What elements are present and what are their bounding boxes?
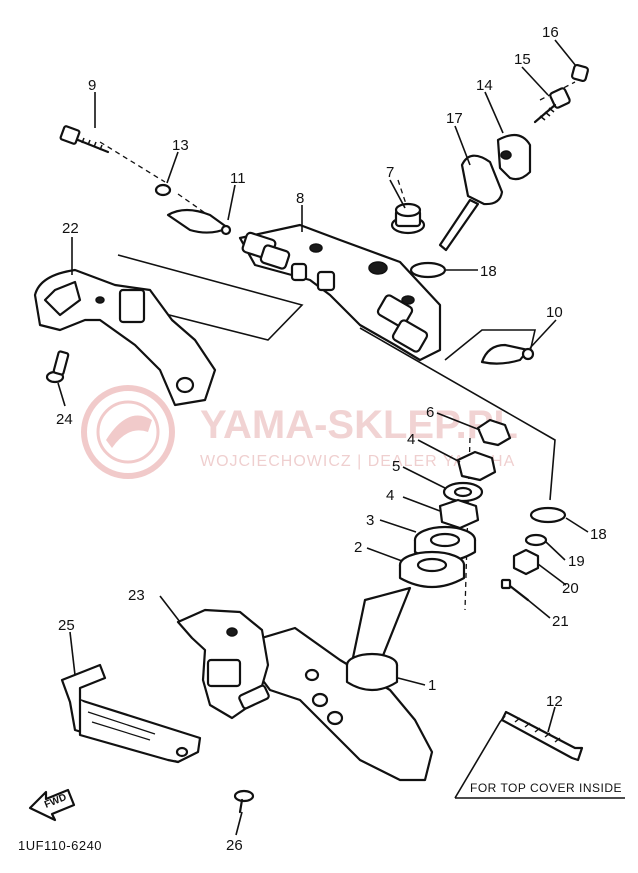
part-10-clip: [480, 343, 535, 365]
part-18-washer-right: [529, 506, 567, 524]
callout-6: 6: [426, 404, 434, 421]
part-24-screw: [45, 350, 70, 384]
fwd-arrow-icon: FWD: [28, 788, 76, 822]
part-17-upper-holder: [438, 154, 504, 252]
part-13-washer: [154, 183, 172, 197]
callout-12: 12: [546, 693, 563, 710]
part-4-ring-nut-upper: [456, 450, 497, 482]
callout-7: 7: [386, 164, 394, 181]
watermark-subtitle: WOJCIECHOWICZ | DEALER YAMAHA: [200, 453, 515, 470]
callout-21: 21: [552, 613, 569, 630]
part-26-screw: [233, 789, 255, 814]
callout-2: 2: [354, 539, 362, 556]
part-15-bolt: [533, 87, 571, 124]
callout-8: 8: [296, 190, 304, 207]
watermark-title: YAMA-SKLEP.PL: [200, 403, 518, 447]
part-25-cover: [60, 663, 202, 764]
callout-18-upper: 18: [480, 263, 497, 280]
callout-1: 1: [428, 677, 436, 694]
callout-23: 23: [128, 587, 145, 604]
callout-20: 20: [562, 580, 579, 597]
callout-22: 22: [62, 220, 79, 237]
part-16-nut: [571, 64, 589, 82]
part-9-bolt: [59, 125, 110, 154]
part-18-washer-upper: [409, 261, 447, 279]
part-14-cap: [496, 133, 532, 181]
note-text: FOR TOP COVER INSIDE: [470, 781, 622, 795]
callout-18-right: 18: [590, 526, 607, 543]
callout-10: 10: [546, 304, 563, 321]
callout-4-lower: 4: [386, 487, 394, 504]
part-12-cable-band: [500, 710, 584, 762]
part-1-steering-stem: [253, 586, 434, 782]
callout-13: 13: [172, 137, 189, 154]
watermark: YAMA-SKLEP.PL WOJCIECHOWICZ | DEALER YAM…: [81, 385, 518, 479]
callout-19: 19: [568, 553, 585, 570]
part-11-clip: [166, 208, 230, 234]
part-4-ring-nut-lower: [438, 498, 480, 530]
part-21-bolt: [500, 578, 530, 602]
diagram-code: 1UF110-6240: [18, 838, 102, 853]
top-cover-note: FOR TOP COVER INSIDE: [454, 715, 625, 799]
part-6-lock-washer: [476, 418, 512, 447]
callouts: 9 13 11 8 7 18 17 14 15 16 22 24 10 6 4 …: [56, 24, 607, 854]
callout-16: 16: [542, 24, 559, 41]
callout-24: 24: [56, 411, 73, 428]
callout-25: 25: [58, 617, 75, 634]
callout-11: 11: [230, 170, 246, 187]
part-23-bracket: [176, 608, 270, 720]
callout-9: 9: [88, 77, 96, 94]
callout-15: 15: [514, 51, 531, 68]
callout-14: 14: [476, 77, 493, 94]
leader-lines: [57, 39, 589, 836]
callout-26: 26: [226, 837, 243, 854]
watermark-logo: [81, 385, 175, 479]
callout-3: 3: [366, 512, 374, 529]
part-22-bracket: [33, 268, 217, 407]
callout-5: 5: [392, 458, 400, 475]
part-20-nut: [512, 548, 540, 576]
callout-17: 17: [446, 110, 463, 127]
part-8-handlebar-holder: [238, 223, 442, 362]
group-lines: [109, 254, 556, 501]
part-19-washer: [524, 533, 548, 547]
part-7-collar: [390, 202, 426, 235]
callout-4-upper: 4: [407, 431, 415, 448]
part-2-bearing: [398, 550, 466, 588]
